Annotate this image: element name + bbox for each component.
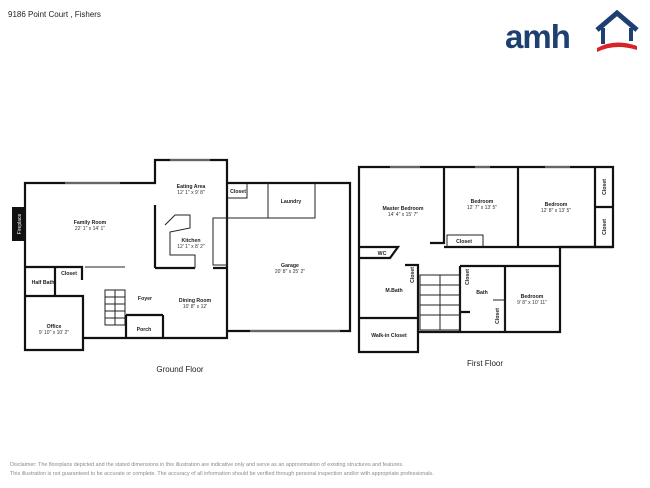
room-label: Master Bedroom <box>383 206 424 212</box>
room-label: Closet <box>456 239 472 245</box>
room-dims: 12' 7" x 13' 5" <box>467 205 497 211</box>
room-label: Dining Room <box>179 298 212 304</box>
room-label: Kitchen <box>181 238 200 244</box>
room-dims: 12' 8" x 13' 5" <box>541 208 571 214</box>
room-label: Bedroom <box>521 294 544 300</box>
room-label: Porch <box>137 327 152 333</box>
room-label: WC <box>378 251 387 257</box>
room-dims: 12' 1" x 9' 8" <box>177 190 205 196</box>
room-label: Family Room <box>74 220 107 226</box>
room-label: Walk-in Closet <box>371 333 407 339</box>
svg-text:amh: amh <box>505 18 570 53</box>
amh-logo: amh <box>505 9 639 53</box>
room-label: Office <box>47 324 62 330</box>
room-label: Bath <box>476 290 488 296</box>
room-label: Closet <box>230 189 246 195</box>
room-label: Closet <box>61 271 77 277</box>
disclaimer-line-1: Disclaimer: The floorplans depicted and … <box>10 462 404 468</box>
room-dims: 22' 1" x 14' 1" <box>75 226 105 232</box>
first-floor-plan: Master Bedroom 14' 4" x 15' 7" Bedroom 1… <box>357 165 615 368</box>
ground-floor-plan: Fireplace Eating Area 12' 1" x 9' 8" Clo… <box>12 158 352 374</box>
fireplace <box>12 207 25 241</box>
fireplace-label: Fireplace <box>17 214 23 235</box>
floor-label: Ground Floor <box>156 365 203 374</box>
closet-label: Closet <box>465 269 471 285</box>
room-label: Foyer <box>138 296 152 302</box>
closet-label: Closet <box>602 219 608 235</box>
room-label: Bedroom <box>545 202 568 208</box>
room-dims: 9' 8" x 10' 11" <box>517 300 547 306</box>
room-label: Bedroom <box>471 199 494 205</box>
disclaimer-line-2: This illustration is not guaranteed to b… <box>10 471 434 477</box>
room-dims: 14' 4" x 15' 7" <box>388 212 418 218</box>
closet-label: Closet <box>602 179 608 195</box>
floor-label: First Floor <box>467 359 503 368</box>
closet-label: Closet <box>495 308 501 324</box>
property-address: 9186 Point Court , Fishers <box>8 10 101 19</box>
room-dims: 9' 10" x 10' 2" <box>39 330 69 336</box>
room-label: Garage <box>281 263 299 269</box>
room-label: M.Bath <box>385 288 402 294</box>
closet-label: Closet <box>410 267 416 283</box>
room-dims: 20' 8" x 25' 2" <box>275 269 305 275</box>
room-label: Eating Area <box>177 184 206 190</box>
room-dims: 10' 8" x 12' <box>183 304 207 310</box>
room-dims: 12' 1" x 8' 2" <box>177 244 205 250</box>
room-label: Laundry <box>281 199 302 205</box>
room-label: Half Bath <box>32 280 55 286</box>
